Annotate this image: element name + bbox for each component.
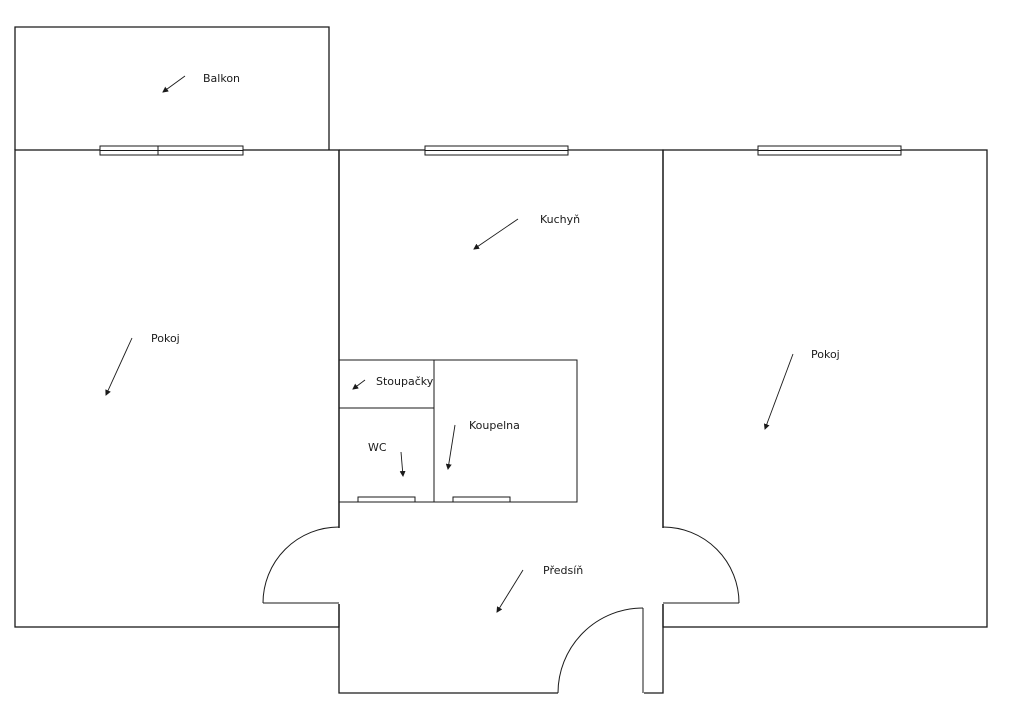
svg-text:Pokoj: Pokoj bbox=[811, 348, 840, 361]
door-swing-left bbox=[262, 526, 340, 604]
door-swing-entry bbox=[557, 607, 644, 694]
window-balkon bbox=[99, 145, 244, 156]
label-pokoj-left: Pokoj bbox=[105, 332, 180, 396]
label-predsin: Předsíň bbox=[496, 564, 583, 613]
label-balkon: Balkon bbox=[162, 72, 240, 93]
svg-text:Balkon: Balkon bbox=[203, 72, 240, 85]
label-kuchyn: Kuchyň bbox=[473, 213, 580, 250]
svg-text:Stoupačky: Stoupačky bbox=[376, 375, 434, 388]
door-swing-right bbox=[662, 526, 740, 604]
svg-text:Předsíň: Předsíň bbox=[543, 564, 583, 577]
label-pokoj-right: Pokoj bbox=[763, 348, 840, 430]
label-koupelna: Koupelna bbox=[445, 419, 520, 470]
door-wc bbox=[357, 496, 416, 503]
balkon-walls bbox=[14, 26, 330, 150]
label-stoupacky: Stoupačky bbox=[352, 375, 434, 390]
window-kuchyn bbox=[424, 145, 569, 156]
svg-text:WC: WC bbox=[368, 441, 387, 454]
svg-text:Pokoj: Pokoj bbox=[151, 332, 180, 345]
bathroom-block bbox=[338, 359, 578, 503]
svg-text:Koupelna: Koupelna bbox=[469, 419, 520, 432]
svg-text:Kuchyň: Kuchyň bbox=[540, 213, 580, 226]
door-koupelna bbox=[452, 496, 511, 503]
label-wc: WC bbox=[368, 441, 406, 477]
window-pokoj-right bbox=[757, 145, 902, 156]
